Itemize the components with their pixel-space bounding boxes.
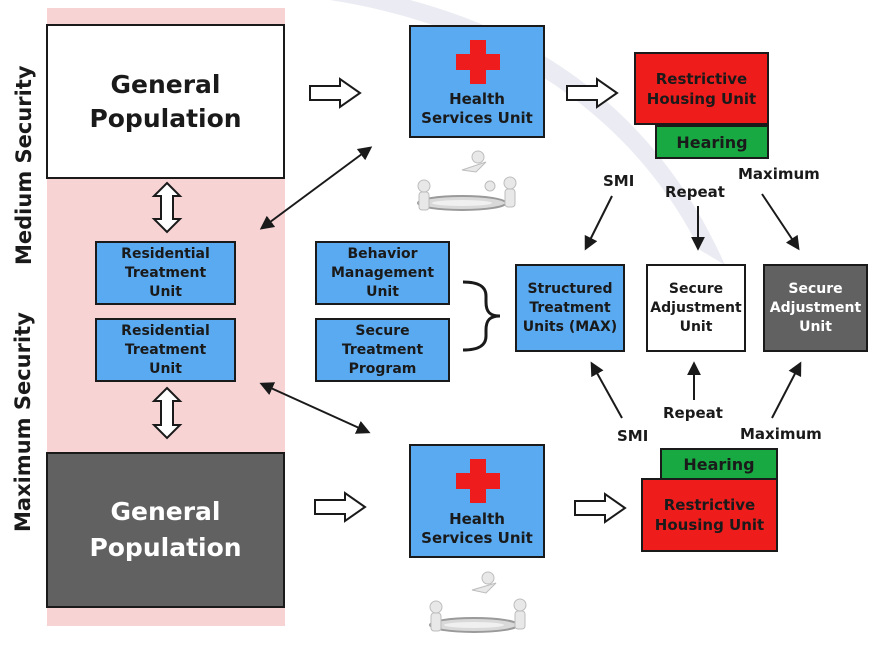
general-population-medium-box: General Population [46, 24, 285, 179]
red-cross-icon [456, 40, 500, 84]
label-smi-top: SMI [603, 172, 635, 190]
hearing-bottom: Hearing [660, 448, 778, 480]
block-arrow-gp-to-hsu-bottom [314, 491, 367, 523]
hearing-top: Hearing [655, 125, 769, 159]
label-repeat-bottom: Repeat [663, 404, 723, 422]
secure-adjustment-unit-gray: Secure Adjustment Unit [763, 264, 868, 352]
label-maximum-bottom: Maximum [740, 425, 822, 443]
label-smi-bottom: SMI [617, 427, 649, 445]
restrictive-housing-unit-bottom: Restrictive Housing Unit [641, 478, 778, 552]
curly-brace-icon [462, 280, 501, 352]
health-services-label-top: Health Services Unit [421, 90, 533, 127]
trampoline-figures-icon [417, 150, 517, 211]
label-maximum-top: Maximum [738, 165, 820, 183]
general-population-maximum-box: General Population [46, 452, 285, 608]
label-repeat-top: Repeat [665, 183, 725, 201]
secure-treatment-program: Secure Treatment Program [315, 318, 450, 382]
trampoline-figures-icon [429, 571, 527, 633]
health-services-unit-bottom: Health Services Unit [409, 444, 545, 558]
residential-treatment-unit-2: Residential Treatment Unit [95, 318, 236, 382]
red-cross-icon [456, 459, 500, 503]
double-arrow-icon [151, 386, 183, 440]
block-arrow-gp-to-hsu-top [309, 77, 362, 109]
block-arrow-hsu-to-rhu-top [566, 77, 619, 109]
health-services-unit-top: Health Services Unit [409, 25, 545, 138]
block-arrow-hsu-to-rhu-bottom [574, 492, 627, 524]
secure-adjustment-unit-white: Secure Adjustment Unit [646, 264, 746, 352]
health-services-label-bottom: Health Services Unit [421, 510, 533, 547]
structured-treatment-units-max: Structured Treatment Units (MAX) [515, 264, 625, 352]
double-arrow-icon [151, 181, 183, 234]
behavior-management-unit: Behavior Management Unit [315, 241, 450, 305]
restrictive-housing-unit-top: Restrictive Housing Unit [634, 52, 769, 125]
residential-treatment-unit-1: Residential Treatment Unit [95, 241, 236, 305]
